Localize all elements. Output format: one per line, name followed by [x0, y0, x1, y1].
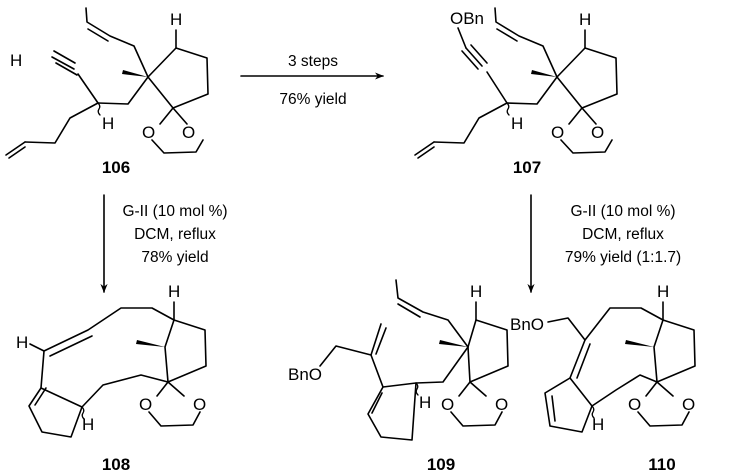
condition-right-yield: 79% yield (1:1.7) — [565, 249, 681, 266]
atom-o: O — [495, 395, 508, 414]
atom-bno: BnO — [288, 365, 322, 384]
atom-o: O — [142, 123, 155, 142]
compound-label-106: 106 — [102, 158, 130, 177]
condition-left-catalyst: G-II (10 mol %) — [122, 203, 227, 220]
atom-o: O — [628, 395, 641, 414]
atom-h: H — [419, 393, 431, 412]
atom-obn: OBn — [450, 9, 484, 28]
compound-108 — [28, 301, 207, 438]
condition-right-solvent: DCM, reflux — [582, 226, 664, 243]
atom-h: H — [470, 282, 482, 301]
compound-106 — [5, 7, 209, 159]
compound-110 — [544, 301, 696, 433]
atom-h: H — [102, 114, 114, 133]
atom-h: H — [10, 51, 22, 70]
compound-label-108: 108 — [102, 455, 130, 474]
atom-o: O — [139, 395, 152, 414]
atom-o: O — [193, 395, 206, 414]
atom-h: H — [592, 415, 604, 434]
compound-label-109: 109 — [427, 455, 455, 474]
atom-o: O — [551, 123, 564, 142]
condition-top-above: 3 steps — [288, 53, 338, 70]
atom-h: H — [170, 10, 182, 29]
atom-h: H — [82, 415, 94, 434]
atom-o: O — [682, 395, 695, 414]
atom-bno: BnO — [510, 315, 544, 334]
atom-o: O — [591, 123, 604, 142]
compound-107 — [414, 7, 618, 159]
atom-o: O — [441, 395, 454, 414]
compound-109 — [319, 279, 509, 441]
atom-h: H — [511, 114, 523, 133]
atom-o: O — [182, 123, 195, 142]
atom-h: H — [579, 10, 591, 29]
compound-label-110: 110 — [648, 455, 675, 474]
atom-h: H — [657, 282, 669, 301]
condition-top-below: 76% yield — [279, 91, 346, 108]
atom-h: H — [16, 333, 28, 352]
condition-left-solvent: DCM, reflux — [134, 226, 216, 243]
compound-label-107: 107 — [513, 158, 541, 177]
atom-h: H — [168, 282, 180, 301]
condition-left-yield: 78% yield — [141, 249, 208, 266]
condition-right-catalyst: G-II (10 mol %) — [570, 203, 675, 220]
